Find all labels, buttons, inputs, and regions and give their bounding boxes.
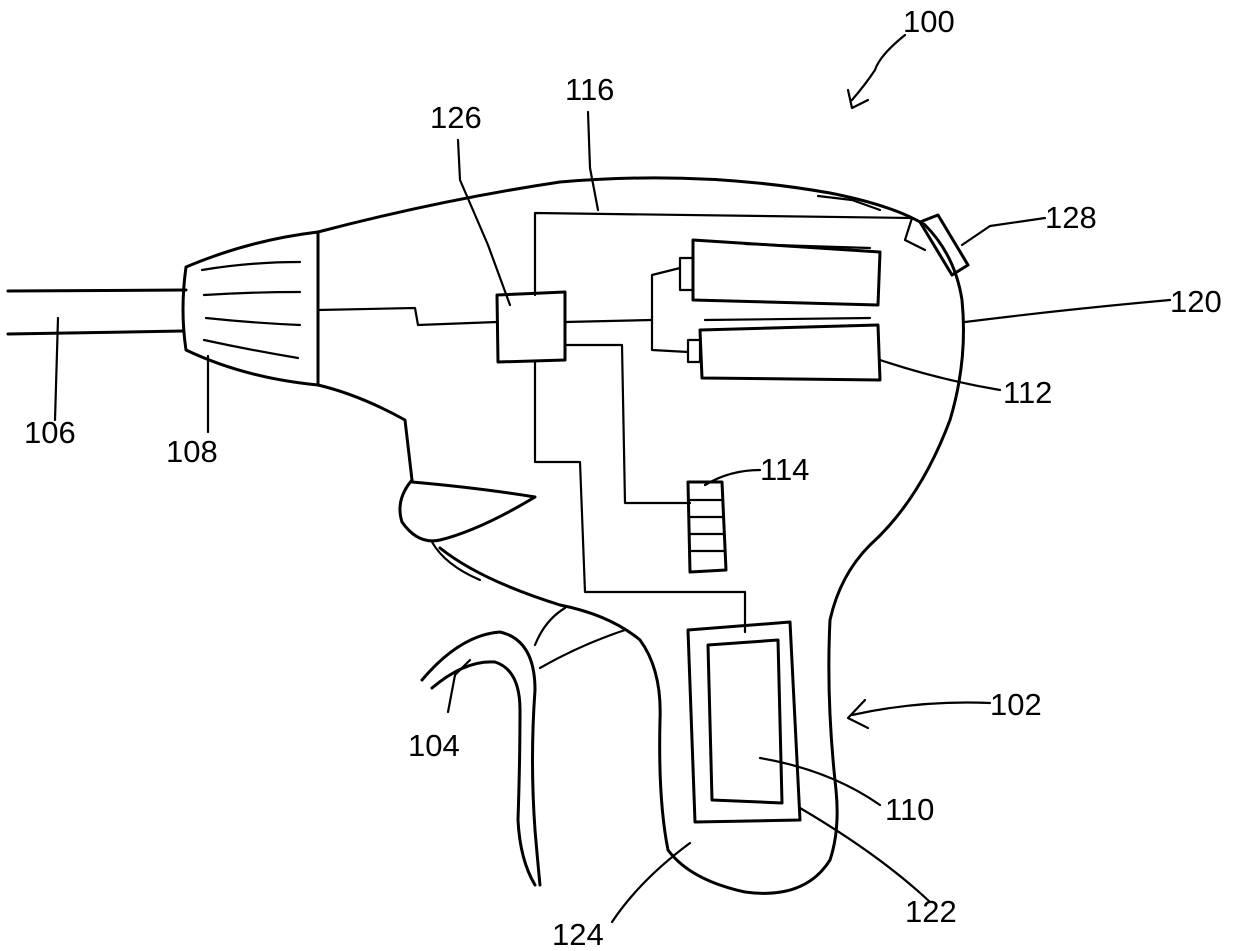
label-114: 114 [760, 452, 809, 487]
label-116: 116 [565, 72, 614, 107]
label-126: 126 [430, 100, 482, 135]
leader-lines [55, 35, 1170, 922]
sensor-114 [688, 482, 726, 572]
label-110: 110 [885, 792, 934, 827]
label-102: 102 [990, 687, 1042, 722]
controller-126 [497, 292, 565, 362]
chuck-108 [183, 232, 318, 385]
label-120: 120 [1170, 284, 1222, 319]
wiring [318, 213, 925, 632]
label-122: 122 [905, 894, 957, 929]
switch-128 [920, 215, 968, 275]
label-106: 106 [24, 415, 76, 450]
label-128: 128 [1045, 200, 1097, 235]
display-110 [708, 640, 782, 803]
label-104: 104 [408, 728, 460, 763]
label-112: 112 [1003, 375, 1052, 410]
label-100: 100 [903, 4, 955, 39]
label-108: 108 [166, 434, 218, 469]
battery-cells-112 [652, 240, 880, 380]
drill-housing [318, 178, 964, 893]
label-124: 124 [552, 917, 604, 951]
reference-labels: 100 102 104 106 108 110 112 114 116 120 … [24, 4, 1222, 951]
drill-bit-106 [8, 290, 186, 334]
